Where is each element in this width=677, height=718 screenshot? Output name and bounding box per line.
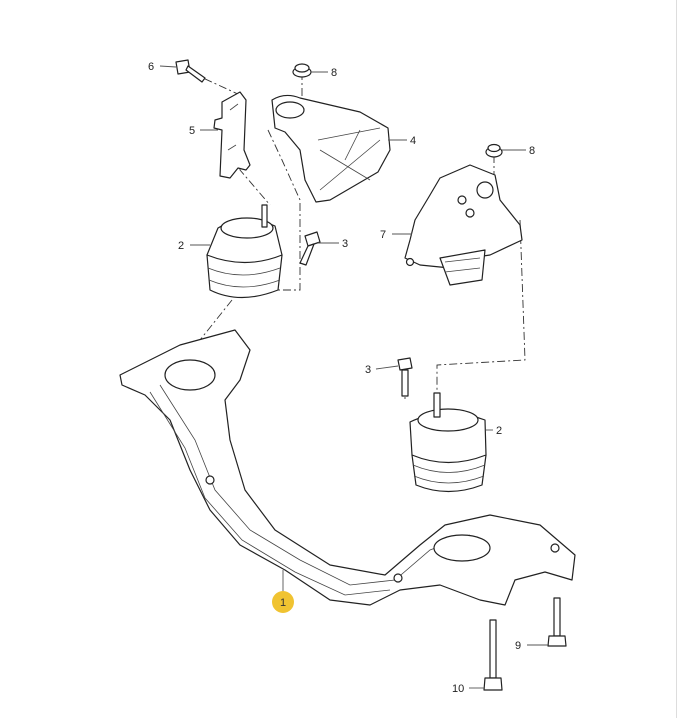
callout-9[interactable]: 9: [515, 640, 521, 652]
callout-3-lower[interactable]: 3: [365, 364, 371, 376]
callout-4[interactable]: 4: [410, 135, 416, 147]
badge-circle: [272, 591, 294, 613]
part-5-bracket[interactable]: [213, 91, 251, 179]
part-2-engine-mount-upper[interactable]: [206, 204, 283, 299]
callout-7[interactable]: 7: [380, 229, 386, 241]
part-7-bracket[interactable]: [404, 164, 523, 286]
callout-2-upper[interactable]: 2: [178, 240, 184, 252]
callout-leaders: [159, 65, 549, 689]
callout-1-badge[interactable]: 1: [272, 591, 294, 613]
callout-5[interactable]: 5: [189, 125, 195, 137]
callout-2-lower[interactable]: 2: [496, 425, 502, 437]
callout-8[interactable]: 8: [331, 67, 337, 79]
callout-8-right[interactable]: 8: [529, 145, 535, 157]
callout-1[interactable]: 1: [280, 597, 286, 609]
part-9-bolt[interactable]: [547, 597, 567, 647]
callout-3-upper[interactable]: 3: [342, 238, 348, 250]
part-4-bracket[interactable]: [271, 94, 391, 203]
part-8-nut-right[interactable]: [485, 143, 503, 158]
part-8-nut[interactable]: [292, 63, 312, 78]
callout-6[interactable]: 6: [148, 61, 154, 73]
part-3-bolt-lower[interactable]: [397, 357, 413, 397]
callout-10[interactable]: 10: [452, 683, 464, 695]
part-2-engine-mount-lower[interactable]: [409, 392, 487, 493]
part-1-crossmember[interactable]: [119, 329, 576, 606]
part-6-bolt[interactable]: [175, 59, 206, 83]
part-3-bolt-upper[interactable]: [299, 231, 321, 266]
part-10-bolt[interactable]: [483, 619, 503, 691]
